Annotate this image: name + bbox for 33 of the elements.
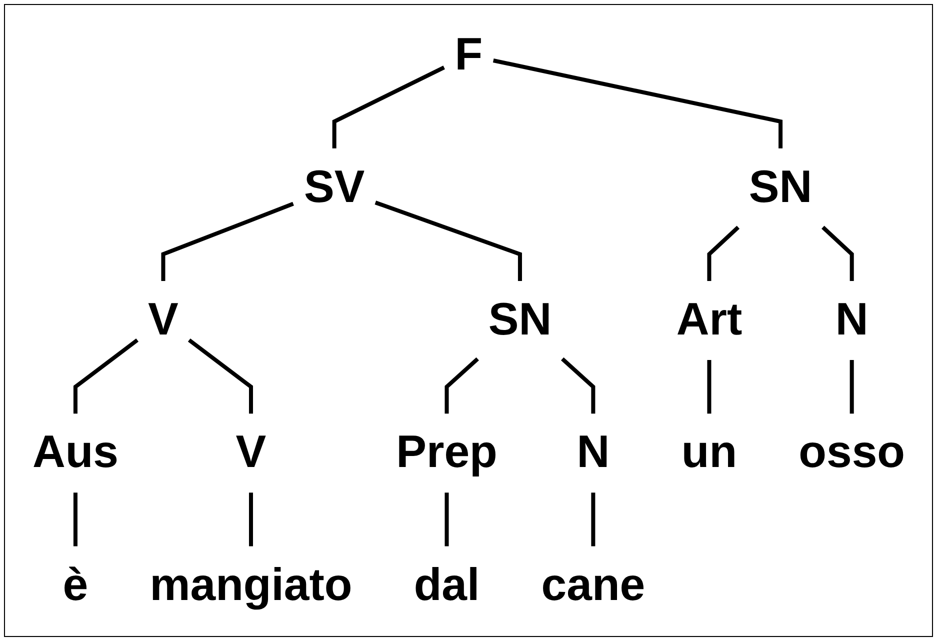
connector — [492, 58, 782, 148]
connector — [707, 360, 712, 414]
node-text: Prep — [396, 426, 498, 478]
connector — [248, 492, 253, 546]
node-text: V — [236, 426, 266, 478]
connector — [73, 338, 138, 414]
connector — [161, 202, 294, 281]
node-text: osso — [798, 426, 905, 478]
node-text: un — [681, 426, 737, 478]
connector — [821, 226, 854, 281]
node-text: è — [62, 560, 88, 611]
connector — [590, 492, 595, 546]
node-text: mangiato — [150, 560, 352, 611]
node-text: SV — [304, 162, 364, 213]
connector — [374, 200, 522, 281]
node-text: dal — [414, 560, 480, 611]
node-text: N — [835, 294, 868, 346]
connector — [850, 360, 854, 414]
connector — [707, 226, 740, 281]
connector — [444, 492, 449, 546]
connector — [73, 492, 78, 546]
connector — [560, 357, 595, 414]
node-text: SN — [748, 162, 812, 213]
node-text: V — [148, 294, 178, 346]
node-text: Art — [676, 294, 742, 346]
connector — [188, 338, 253, 414]
connector — [332, 66, 445, 148]
connector — [444, 357, 479, 414]
node-text: F — [454, 29, 482, 80]
node-text: SN — [488, 294, 552, 346]
node-text: cane — [541, 560, 645, 611]
node-text: N — [576, 426, 610, 478]
node-text: Aus — [32, 426, 118, 478]
